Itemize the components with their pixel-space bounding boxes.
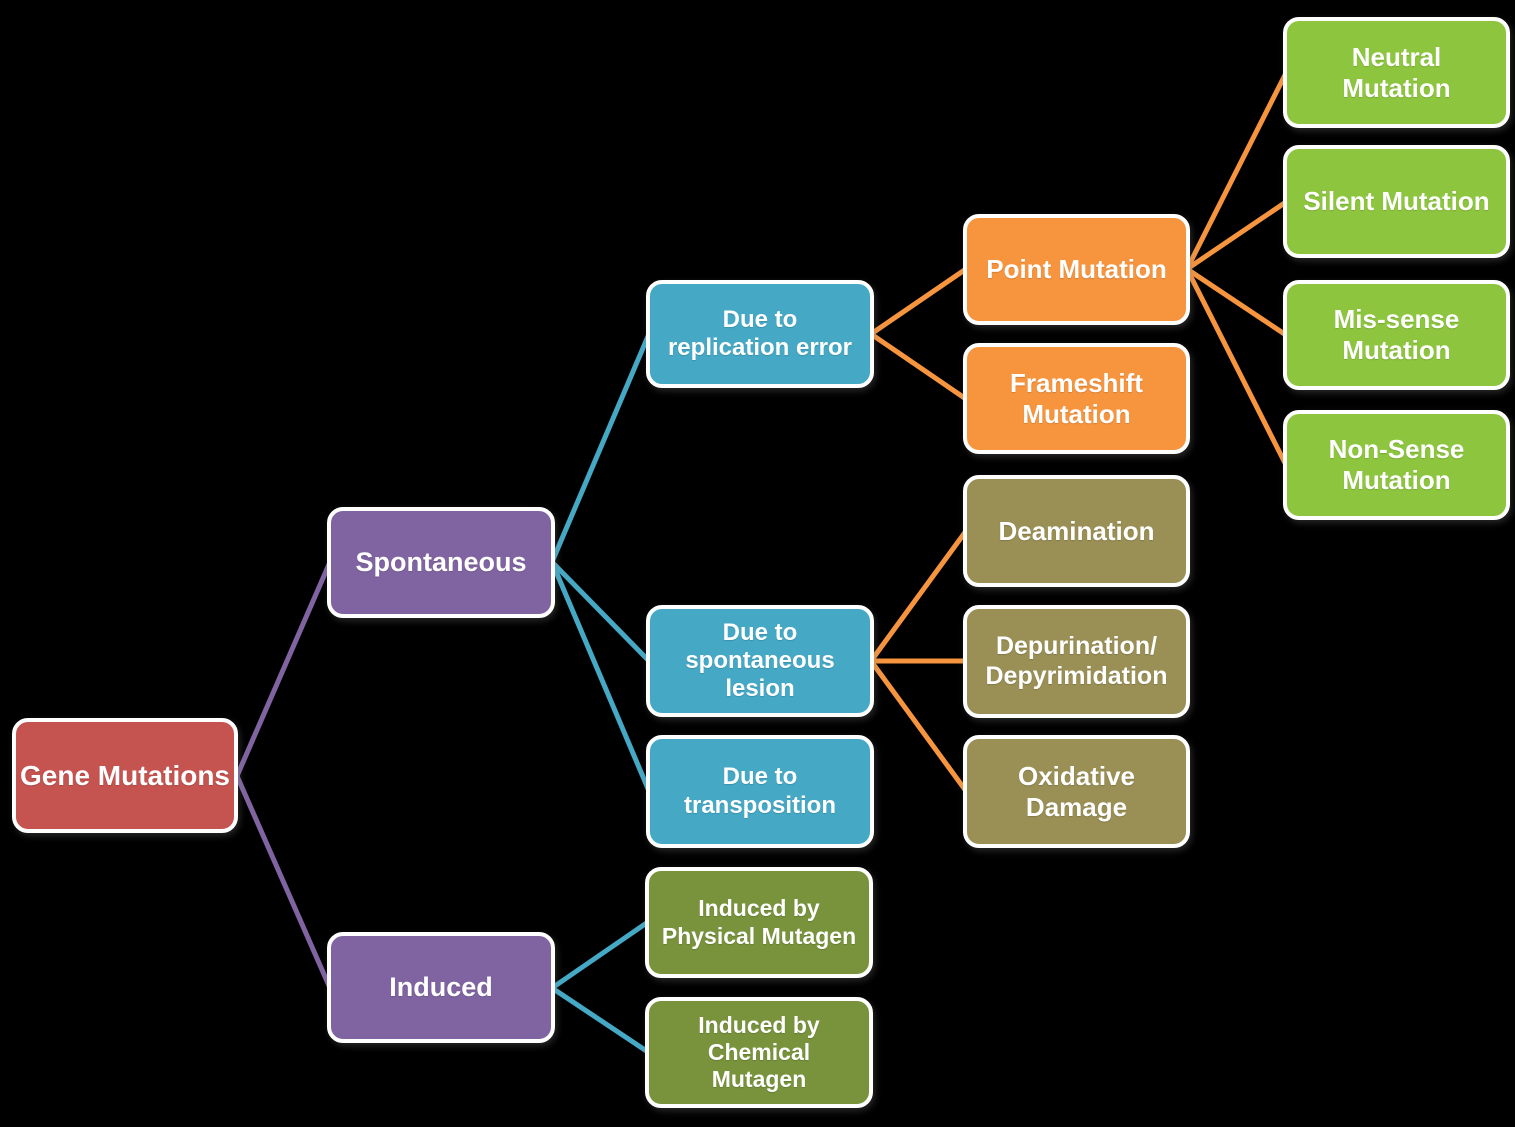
edge-gene-mutations-induced (234, 773, 333, 991)
edge-point-mis-sense-mutation (1184, 266, 1289, 338)
node-label: Point Mutation (986, 254, 1167, 285)
node-mis-sense-mutation: Mis-sense Mutation (1283, 280, 1510, 390)
node-label: Due to replication error (667, 305, 853, 361)
edge-point-non-sense-mutation (1184, 266, 1289, 468)
node-label: Oxidative Damage (1017, 760, 1136, 822)
node-depurination-depyrimidation: Depurination/ Depyrimidation (963, 605, 1190, 718)
node-label: Spontaneous (355, 546, 527, 577)
node-label: Non-Sense Mutation (1328, 434, 1465, 495)
node-induced: Induced (327, 932, 555, 1043)
node-label: Induced by Physical Mutagen (661, 895, 857, 949)
node-due-to-transposition: Due to transposition (646, 735, 874, 848)
node-gene-mutations: Gene Mutations (12, 718, 238, 833)
edge-spontaneous-spontaneous-lesion (549, 559, 652, 664)
edge-induced-chemical-mutagen (549, 985, 651, 1055)
node-oxidative-damage: Oxidative Damage (963, 735, 1190, 848)
edge-point-silent-mutation (1184, 199, 1289, 272)
edge-spontaneous-transposition (549, 559, 652, 794)
node-label: Due to transposition (683, 763, 836, 819)
node-label: Neutral Mutation (1342, 41, 1451, 103)
edge-replication-frameshift-mutation (868, 331, 969, 402)
node-deamination: Deamination (963, 475, 1190, 587)
node-label: Induced by Chemical Mutagen (698, 1011, 820, 1093)
node-spontaneous: Spontaneous (327, 507, 555, 618)
node-non-sense-mutation: Non-Sense Mutation (1283, 410, 1510, 520)
edge-induced-physical-mutagen (549, 919, 651, 991)
edge-point-neutral-mutation (1184, 70, 1289, 272)
node-label: Gene Mutations (19, 759, 230, 791)
node-label: Induced (389, 971, 493, 1002)
node-due-to-replication-error: Due to replication error (646, 280, 874, 388)
edge-lesion-deamination (868, 528, 969, 664)
node-label: Frameshift Mutation (1010, 367, 1143, 429)
node-label: Depurination/ Depyrimidation (985, 632, 1168, 690)
node-label: Silent Mutation (1303, 186, 1490, 217)
edge-replication-point-mutation (868, 266, 969, 337)
edge-lesion-oxidative-damage (868, 658, 969, 794)
node-label: Deamination (998, 515, 1155, 546)
node-neutral-mutation: Neutral Mutation (1283, 17, 1510, 128)
node-induced-by-chemical-mutagen: Induced by Chemical Mutagen (645, 997, 873, 1108)
node-label: Due to spontaneous lesion (685, 618, 835, 703)
edge-spontaneous-replication-error (549, 331, 652, 565)
node-point-mutation: Point Mutation (963, 214, 1190, 325)
node-induced-by-physical-mutagen: Induced by Physical Mutagen (645, 867, 873, 978)
node-label: Mis-sense Mutation (1333, 304, 1460, 365)
node-frameshift-mutation: Frameshift Mutation (963, 343, 1190, 454)
node-silent-mutation: Silent Mutation (1283, 145, 1510, 258)
node-due-to-spontaneous-lesion: Due to spontaneous lesion (646, 605, 874, 717)
edge-gene-mutations-spontaneous (234, 559, 333, 779)
